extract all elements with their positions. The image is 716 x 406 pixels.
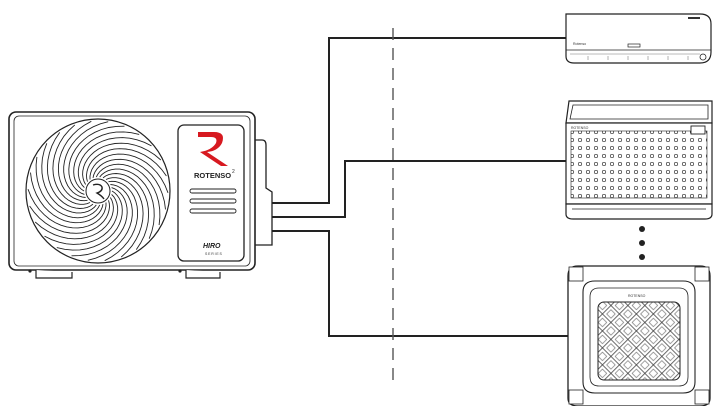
pipe-to-cassette-unit [271, 231, 573, 336]
cassette-unit-brand-label: ROTENSO [628, 294, 646, 298]
console-unit-brand-label: ROTENSO [571, 126, 589, 130]
console-unit-display [691, 126, 705, 134]
outdoor-unit-service-panel [254, 140, 272, 245]
cassette-unit-grille [598, 302, 680, 380]
outdoor-brand-superscript: 2 [232, 169, 235, 175]
outdoor-series-name: HIRO [203, 243, 221, 250]
panel-slot-3 [190, 209, 236, 213]
panel-slot-2 [190, 199, 236, 203]
outdoor-series-word: SERIES [205, 252, 223, 256]
pipe-to-wall-unit [271, 38, 566, 203]
outdoor-unit-left-foot [36, 270, 72, 278]
wall-unit-brand-label: Rotenso [573, 42, 586, 46]
console-unit-grille [571, 131, 707, 198]
console-indoor-unit: ROTENSO [566, 101, 712, 219]
outdoor-unit: ROTENSO 2 HIRO SERIES [9, 112, 272, 278]
outdoor-brand-label: ROTENSO [194, 171, 231, 180]
pipe-to-console-unit [271, 161, 566, 217]
wall-mounted-indoor-unit: Rotenso [566, 14, 711, 63]
panel-slot-1 [190, 189, 236, 193]
fan-grille [26, 119, 170, 263]
more-units-ellipsis [639, 226, 645, 260]
cassette-indoor-unit: ROTENSO [568, 266, 710, 406]
outdoor-unit-right-foot [186, 270, 220, 278]
refrigerant-piping [271, 38, 573, 336]
